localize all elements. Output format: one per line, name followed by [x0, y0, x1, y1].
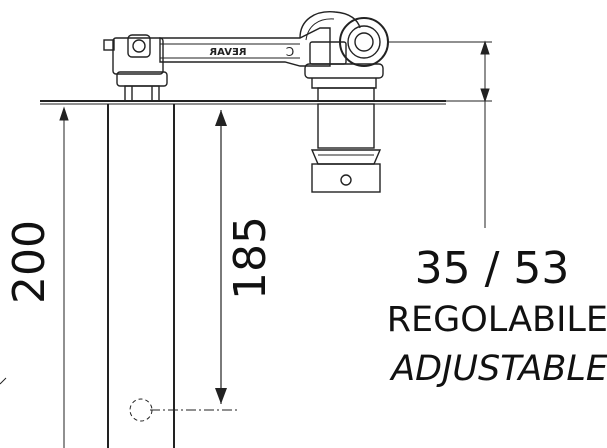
dimension-200: [59, 106, 69, 448]
arm-brand-mark: REVAR C: [209, 45, 294, 59]
range-dimension: [388, 40, 492, 228]
lock-nut: [116, 71, 168, 102]
arm-brand-text: REVAR: [209, 47, 246, 58]
dimension-185-label: 185: [225, 216, 276, 300]
dimension-200-label: 200: [4, 220, 55, 304]
pivot-block: [103, 34, 164, 75]
arm-letter-text: C: [286, 45, 294, 59]
range-label: 35 / 53: [414, 243, 570, 294]
roller-housing: [310, 87, 382, 193]
vertical-post: [107, 104, 175, 448]
adjustable-label-it: REGOLABILE: [386, 300, 607, 340]
mounting-hole: [129, 398, 240, 422]
horizontal-arm: [159, 27, 331, 67]
hinge-curve: [299, 11, 361, 39]
dimension-185: [215, 110, 227, 404]
adjustable-label-en: ADJUSTABLE: [391, 349, 607, 389]
